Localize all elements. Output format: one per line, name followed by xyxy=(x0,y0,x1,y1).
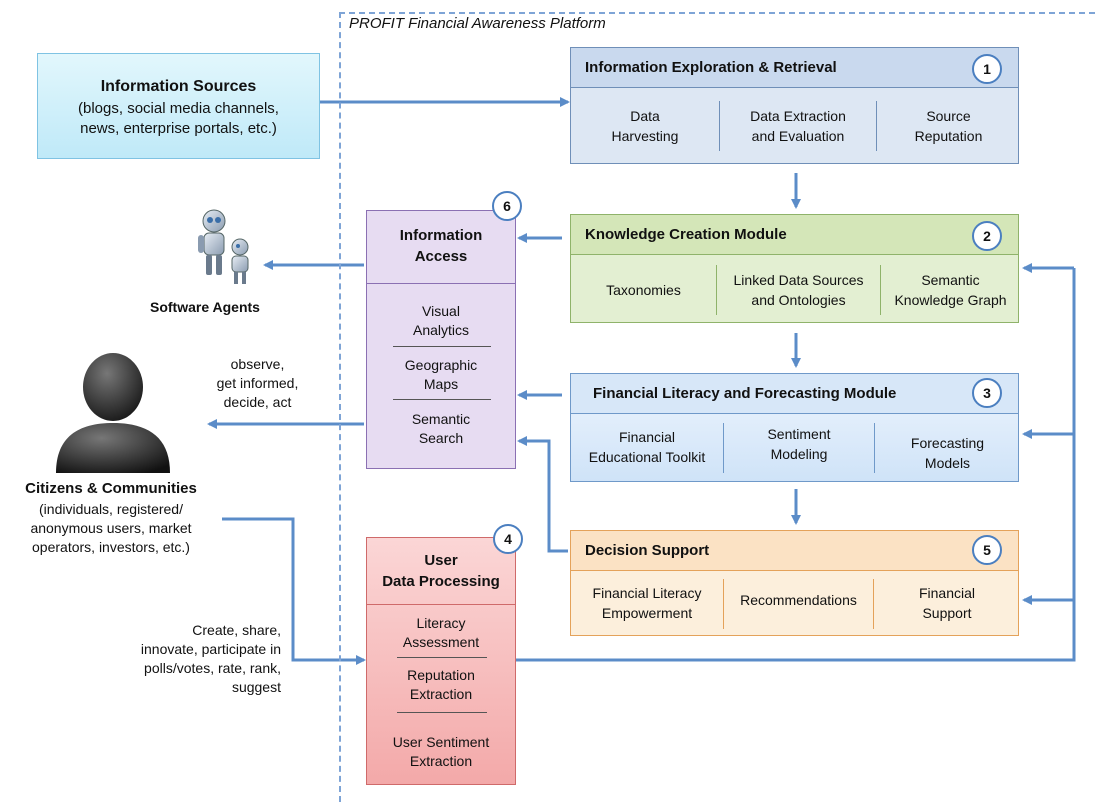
exploration-divider-2 xyxy=(876,101,877,151)
access-header-divider xyxy=(367,283,515,284)
knowledge-divider-1 xyxy=(716,265,717,315)
knowledge-badge: 2 xyxy=(972,221,1002,251)
access-divider-1 xyxy=(393,346,491,347)
arrow-citizens-to-userdata xyxy=(222,517,366,665)
decision-item-1: Financial Literacy Empowerment xyxy=(592,585,702,621)
knowledge-module: Knowledge Creation Module Taxonomies Lin… xyxy=(570,214,1019,323)
user-data-module: User Data Processing Literacy Assessment… xyxy=(366,524,523,785)
access-module: Information Access Visual Analytics Geog… xyxy=(366,191,522,469)
user-data-badge: 4 xyxy=(493,524,523,554)
decision-badge: 5 xyxy=(972,535,1002,565)
platform-boundary xyxy=(339,12,1095,802)
observe-label: observe, get informed, decide, act xyxy=(216,356,299,410)
exploration-item-3: Source Reputation xyxy=(914,108,983,144)
knowledge-item-2: Linked Data Sources and Ontologies xyxy=(733,272,864,308)
literacy-divider-1 xyxy=(723,423,724,473)
information-sources-subtitle: (blogs, social media channels, news, ent… xyxy=(78,100,279,137)
exploration-module: Information Exploration & Retrieval Data… xyxy=(570,47,1019,164)
user-data-divider-2 xyxy=(397,712,487,713)
literacy-module-title: Financial Literacy and Forecasting Modul… xyxy=(571,374,1018,414)
decision-module: Decision Support Financial Literacy Empo… xyxy=(570,530,1019,636)
literacy-badge: 3 xyxy=(972,378,1002,408)
literacy-divider-2 xyxy=(874,423,875,473)
decision-item-2: Recommendations xyxy=(740,592,857,608)
literacy-module: Financial Literacy and Forecasting Modul… xyxy=(570,373,1019,482)
exploration-item-2: Data Extraction and Evaluation xyxy=(750,108,846,144)
user-data-item-2: Reputation Extraction xyxy=(407,667,475,702)
create-label: Create, share, innovate, participate in … xyxy=(140,622,281,695)
exploration-item-1: Data Harvesting xyxy=(611,108,679,144)
knowledge-item-3: Semantic Knowledge Graph xyxy=(894,272,1007,308)
access-item-1: Visual Analytics xyxy=(412,303,470,338)
access-module-title: Information Access xyxy=(399,227,483,265)
software-agents-label: Software Agents xyxy=(150,299,260,315)
software-agents-icon xyxy=(198,209,249,284)
platform-title: PROFIT Financial Awareness Platform xyxy=(349,15,606,32)
knowledge-module-title: Knowledge Creation Module xyxy=(571,215,1018,255)
literacy-item-3: Forecasting Models xyxy=(910,435,985,471)
user-data-divider-1 xyxy=(397,657,487,658)
decision-module-title: Decision Support xyxy=(571,531,1018,571)
knowledge-item-1: Taxonomies xyxy=(606,282,681,298)
decision-divider-2 xyxy=(873,579,874,629)
access-divider-2 xyxy=(393,399,491,400)
citizens-description: (individuals, registered/ anonymous user… xyxy=(30,501,192,555)
exploration-module-title: Information Exploration & Retrieval xyxy=(571,48,1018,88)
decision-item-3: Financial Support xyxy=(918,585,976,621)
user-data-item-1: Literacy Assessment xyxy=(402,615,480,650)
knowledge-divider-2 xyxy=(880,265,881,315)
literacy-item-2: Sentiment Modeling xyxy=(767,426,831,462)
citizens-title: Citizens & Communities xyxy=(25,480,197,497)
exploration-divider-1 xyxy=(719,101,720,151)
user-data-header-divider xyxy=(367,604,515,605)
decision-divider-1 xyxy=(723,579,724,629)
information-sources-title: Information Sources xyxy=(100,78,257,95)
user-data-module-title: User Data Processing xyxy=(382,552,500,590)
arrow-decision-to-access xyxy=(517,436,568,553)
citizens-icon xyxy=(56,353,170,473)
user-data-item-3: User Sentiment Extraction xyxy=(392,734,490,769)
information-sources-box: Information Sources (blogs, social media… xyxy=(37,53,320,159)
line-userdata-feedback xyxy=(515,268,1076,662)
literacy-item-1: Financial Educational Toolkit xyxy=(588,429,706,465)
access-item-2: Geographic Maps xyxy=(404,357,478,392)
access-item-3: Semantic Search xyxy=(411,411,471,446)
exploration-badge: 1 xyxy=(972,54,1002,84)
access-badge: 6 xyxy=(492,191,522,221)
